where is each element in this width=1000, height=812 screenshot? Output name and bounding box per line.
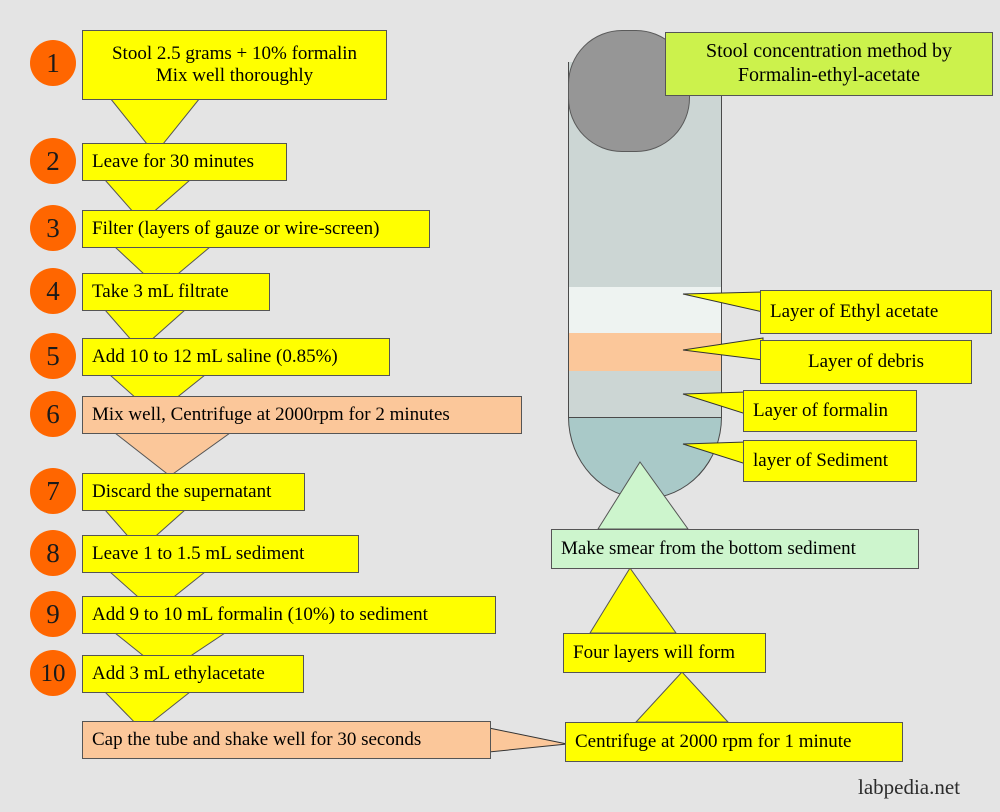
title-line-2: Formalin-ethyl-acetate <box>737 64 921 86</box>
right-step-text-make-smear: Make smear from the bottom sediment <box>561 537 856 559</box>
final-step-box: Cap the tube and shake well for 30 secon… <box>82 721 491 759</box>
step-text-6: Mix well, Centrifuge at 2000rpm for 2 mi… <box>92 403 450 425</box>
step-text-2: Leave for 30 minutes <box>92 150 254 172</box>
tube-label-text-ethyl-acetate: Layer of Ethyl acetate <box>770 300 939 322</box>
tube-label-debris: Layer of debris <box>760 340 972 384</box>
final-step-text: Cap the tube and shake well for 30 secon… <box>92 728 422 750</box>
flow-tail-four-layers-up <box>589 567 677 634</box>
tube-label-formalin: Layer of formalin <box>743 390 917 432</box>
watermark: labpedia.net <box>858 775 961 799</box>
step-number-6: 6 <box>30 391 76 437</box>
step-text-9: Add 9 to 10 mL formalin (10%) to sedimen… <box>92 603 428 625</box>
right-step-box-centrifuge: Centrifuge at 2000 rpm for 1 minute <box>565 722 903 762</box>
step-text-5: Add 10 to 12 mL saline (0.85%) <box>92 345 338 367</box>
pointer-ethyl-acetate <box>682 291 764 313</box>
tube-label-ethyl-acetate: Layer of Ethyl acetate <box>760 290 992 334</box>
pointer-formalin <box>682 391 747 415</box>
step-number-1: 1 <box>30 40 76 86</box>
right-step-text-centrifuge: Centrifuge at 2000 rpm for 1 minute <box>575 730 852 752</box>
step-number-7: 7 <box>30 468 76 514</box>
step-box-1: Stool 2.5 grams + 10% formalin Mix well … <box>82 30 387 100</box>
step-number-10: 10 <box>30 650 76 696</box>
step-text-4: Take 3 mL filtrate <box>92 280 229 302</box>
step-box-9: Add 9 to 10 mL formalin (10%) to sedimen… <box>82 596 496 634</box>
right-step-box-four-layers: Four layers will form <box>563 633 766 673</box>
step-text-10: Add 3 mL ethylacetate <box>92 662 265 684</box>
tube-label-sediment: layer of Sediment <box>743 440 917 482</box>
step-box-6: Mix well, Centrifuge at 2000rpm for 2 mi… <box>82 396 522 434</box>
step-number-5: 5 <box>30 333 76 379</box>
step-number-3: 3 <box>30 205 76 251</box>
step-number-9: 9 <box>30 591 76 637</box>
step-box-5: Add 10 to 12 mL saline (0.85%) <box>82 338 390 376</box>
right-step-box-make-smear: Make smear from the bottom sediment <box>551 529 919 569</box>
tube-label-text-sediment: layer of Sediment <box>753 449 889 471</box>
step-box-8: Leave 1 to 1.5 mL sediment <box>82 535 359 573</box>
connector-final-to-centrifuge <box>488 727 568 753</box>
step-box-3: Filter (layers of gauze or wire-screen) <box>82 210 430 248</box>
title-box: Stool concentration method by Formalin-e… <box>665 32 993 96</box>
step-number-4: 4 <box>30 268 76 314</box>
step-number-2: 2 <box>30 138 76 184</box>
step-number-8: 8 <box>30 530 76 576</box>
step-box-4: Take 3 mL filtrate <box>82 273 270 311</box>
right-step-text-four-layers: Four layers will form <box>573 641 736 663</box>
step-box-10: Add 3 mL ethylacetate <box>82 655 304 693</box>
tube-label-text-formalin: Layer of formalin <box>753 399 889 421</box>
step-text-7: Discard the supernatant <box>92 480 272 502</box>
step-text-1: Stool 2.5 grams + 10% formalin Mix well … <box>111 42 358 86</box>
flow-tail-6 <box>113 432 232 477</box>
step-text-8: Leave 1 to 1.5 mL sediment <box>92 542 305 564</box>
step-box-7: Discard the supernatant <box>82 473 305 511</box>
pointer-sediment <box>682 441 747 465</box>
title-line-1: Stool concentration method by <box>705 40 953 63</box>
step-text-3: Filter (layers of gauze or wire-screen) <box>92 217 380 239</box>
pointer-debris <box>682 337 764 361</box>
tube-label-text-debris: Layer of debris <box>807 350 925 372</box>
flow-tail-centrifuge-up <box>634 671 730 723</box>
step-box-2: Leave for 30 minutes <box>82 143 287 181</box>
